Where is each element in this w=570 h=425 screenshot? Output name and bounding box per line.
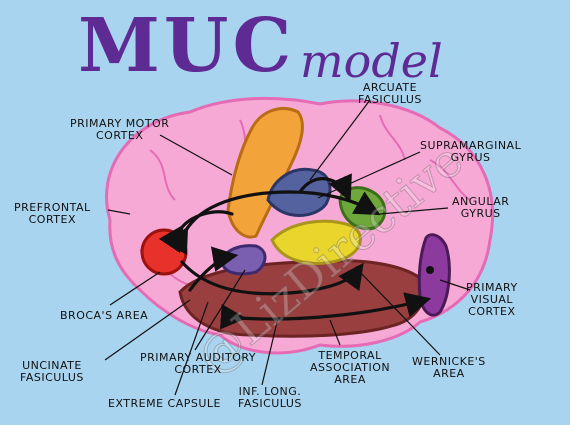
- label-inf-long-fasciculus: INF. LONG.FASICULUS: [238, 385, 302, 410]
- brocas-area: [140, 228, 188, 276]
- uncinate-fasciculus: [188, 246, 239, 292]
- label-extreme-capsule: EXTREME CAPSULE: [108, 397, 221, 410]
- diagram-title: MUC: [78, 3, 296, 89]
- motor-link: [158, 210, 234, 254]
- label-brocas-area: BROCA'S AREA: [60, 309, 149, 322]
- primary-visual-cortex: [417, 233, 451, 317]
- inf-long-fasciculus: [219, 292, 432, 330]
- diagram-subtitle: model: [300, 34, 443, 88]
- supramarginal-connector: [298, 173, 352, 202]
